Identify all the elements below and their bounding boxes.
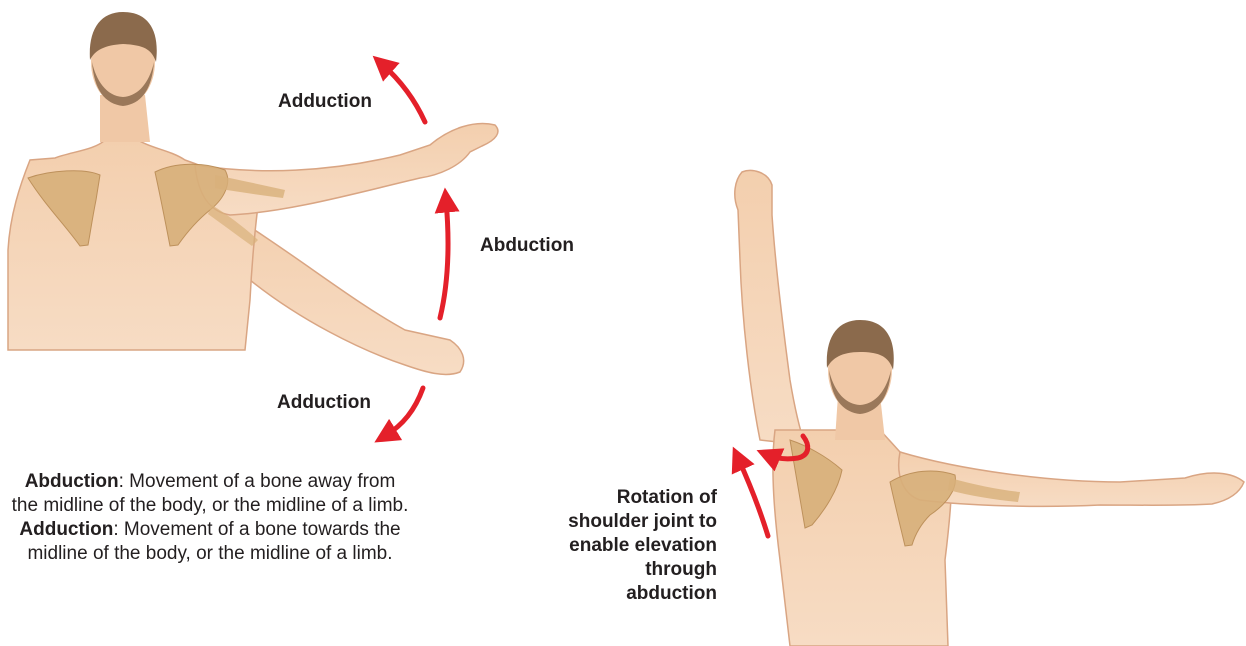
label-adduction-bottom: Adduction (277, 391, 371, 414)
left-upper-arm (195, 124, 498, 215)
adduction-definition: Adduction: Movement of a bone towards th… (10, 518, 410, 566)
rotation-label-line: Rotation of (562, 486, 717, 510)
arrow-adduction-top (382, 64, 425, 122)
right-raised-arm (735, 171, 805, 445)
label-abduction: Abduction (480, 234, 574, 257)
rotation-label-line: enable elevation (562, 534, 717, 558)
rotation-label: Rotation of shoulder joint to enable ele… (562, 486, 717, 606)
rotation-label-line: through (562, 558, 717, 582)
arrow-abduction (440, 200, 448, 318)
definitions-caption: Abduction: Movement of a bone away from … (10, 470, 410, 566)
abduction-definition: Abduction: Movement of a bone away from … (10, 470, 410, 518)
left-body-figure (8, 12, 498, 374)
rotation-label-line: shoulder joint to (562, 510, 717, 534)
adduction-term: Adduction (19, 519, 113, 540)
abduction-term: Abduction (25, 471, 119, 492)
arrow-elevation (738, 458, 768, 536)
rotation-label-line: abduction (562, 582, 717, 606)
arrow-adduction-bottom (385, 388, 423, 436)
right-body-figure (735, 171, 1244, 646)
label-adduction-top: Adduction (278, 90, 372, 113)
